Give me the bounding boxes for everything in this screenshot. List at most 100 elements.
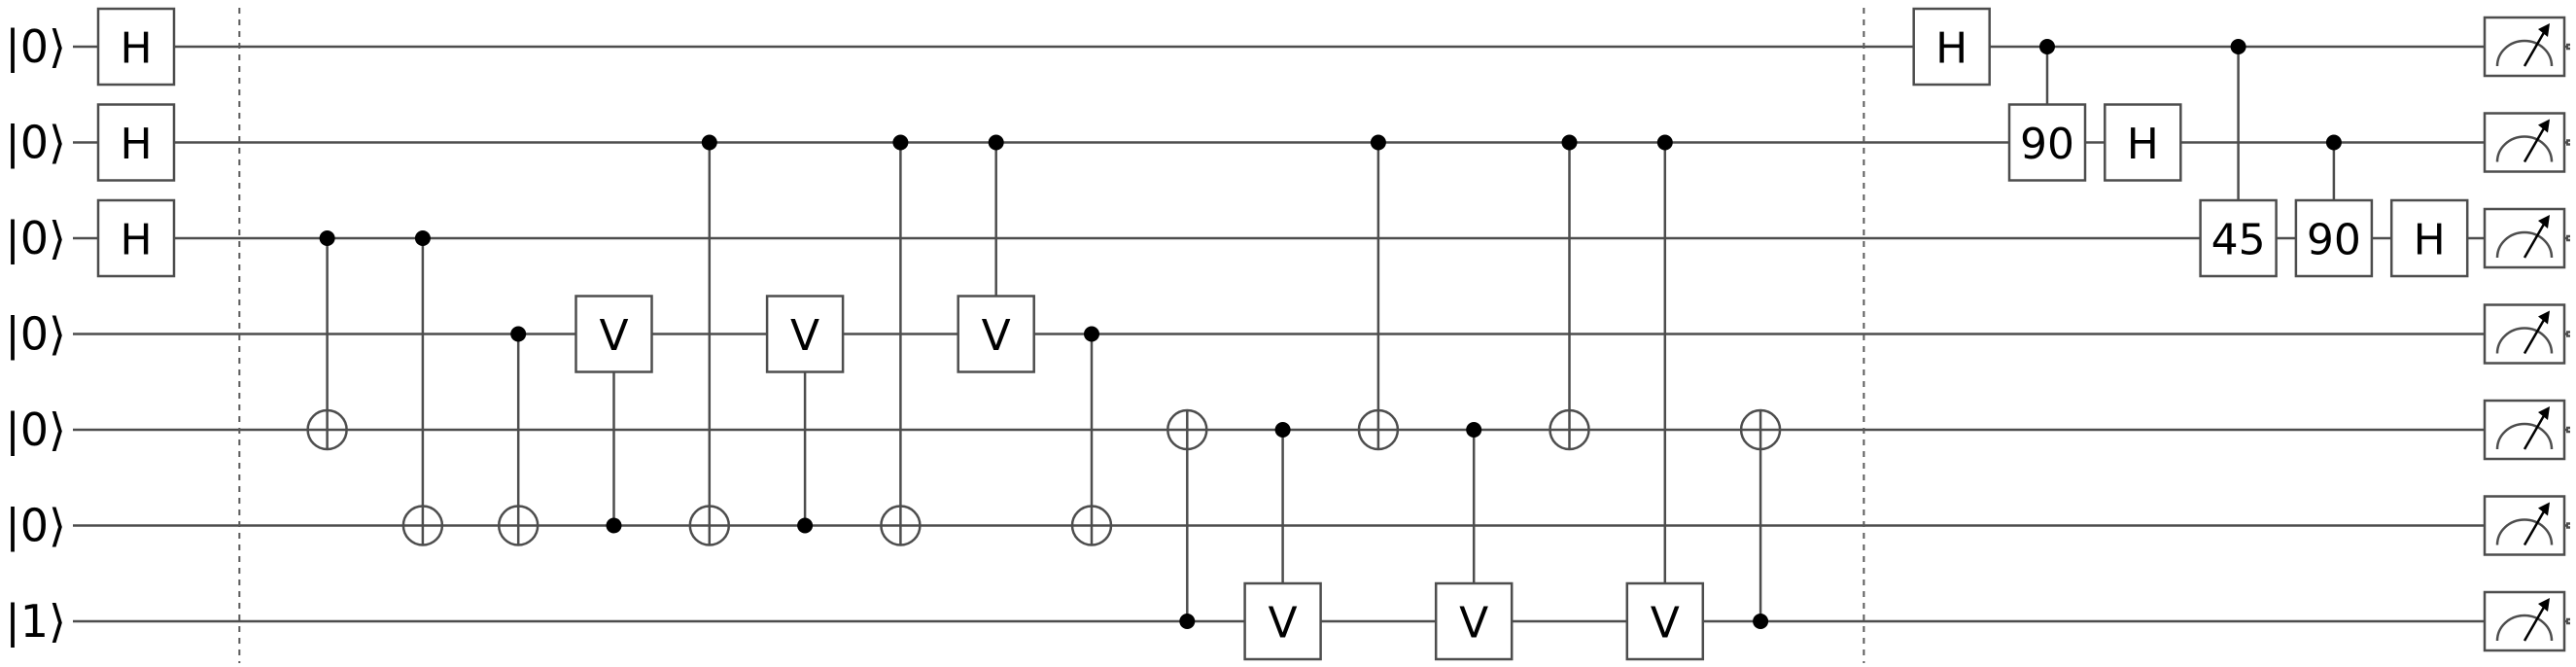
control-dot (319, 230, 335, 246)
gate: H (2104, 103, 2182, 182)
control-dot (988, 134, 1004, 151)
gate: V (765, 295, 845, 373)
cnot-gate (880, 134, 922, 546)
qubit-label: |1⟩ (5, 595, 66, 649)
gate: V (1243, 581, 1322, 661)
control-dot (1370, 134, 1386, 151)
gate-label: V (1269, 599, 1298, 649)
cnot-target (1166, 408, 1208, 451)
measurement-meter-icon (2483, 495, 2570, 556)
control-dot (701, 134, 717, 151)
gate-box (96, 198, 176, 278)
control-dot (606, 517, 622, 534)
gate-label: V (1651, 599, 1680, 649)
cnot-gate (497, 326, 540, 546)
qubit-label: |0⟩ (5, 212, 66, 265)
control-dot (2039, 39, 2055, 54)
control-dot (797, 517, 814, 534)
control-dot (510, 326, 527, 342)
gate-box (2007, 103, 2087, 182)
gate-box (2294, 198, 2374, 278)
control-dot (892, 134, 909, 151)
control-dot (1274, 422, 1291, 438)
cnot-target (1070, 505, 1113, 546)
measurement-meter-icon (2483, 112, 2570, 173)
measurement-meter-icon (2483, 303, 2570, 365)
gate-box (765, 295, 845, 373)
qubit-label: |0⟩ (5, 500, 66, 553)
cnot-target (880, 505, 922, 546)
gate-box (1434, 581, 1514, 661)
gate-label: H (1935, 24, 1967, 74)
cnot-gate (1357, 134, 1400, 451)
gate-label: V (982, 311, 1011, 361)
control-dot (1084, 326, 1099, 342)
cnot-target (1357, 408, 1400, 451)
gate: V (1434, 581, 1514, 661)
gate-label: 90 (2020, 120, 2074, 169)
control-dot (1753, 614, 1769, 629)
gate-box (1912, 7, 1991, 87)
gate-box (1625, 581, 1705, 661)
control-dot (1466, 422, 1482, 438)
cnot-target (1549, 408, 1590, 451)
gate-label: H (2414, 216, 2446, 265)
gate-label: V (599, 311, 628, 361)
gate-label: H (120, 216, 152, 265)
measurement-meter-icon (2483, 399, 2570, 461)
cnot-target (306, 408, 348, 451)
qubit-label: |0⟩ (5, 117, 66, 170)
gate: H (96, 7, 176, 87)
control-dot (414, 230, 431, 246)
gate-label: H (2127, 120, 2159, 169)
cnot-target (497, 505, 540, 546)
gate-box (96, 103, 176, 182)
cnot-gate (401, 230, 444, 546)
cnot-gate (1739, 408, 1782, 629)
control-dot (1656, 134, 1673, 151)
cnot-target (688, 505, 731, 546)
barriers (238, 8, 1865, 663)
gate-label: H (120, 120, 152, 169)
control-dot (2230, 39, 2246, 54)
gate: V (1625, 581, 1705, 661)
qubit-wires (73, 45, 2568, 623)
control-dot (2325, 134, 2342, 151)
gate-box (1243, 581, 1322, 661)
gate-label: 45 (2211, 216, 2266, 265)
qubit-label: |0⟩ (5, 20, 66, 74)
gate: 90 (2007, 103, 2087, 182)
measurement-meter-icon (2483, 16, 2570, 78)
gate: 45 (2199, 198, 2278, 278)
gate-box (2104, 103, 2182, 182)
cnot-target (1739, 408, 1782, 451)
gate: H (96, 103, 176, 182)
measurement-meter-icon (2483, 590, 2570, 652)
gate-label: H (120, 24, 152, 74)
gate-box (574, 295, 653, 373)
cnot-gate (1166, 408, 1208, 629)
gate: V (957, 295, 1035, 373)
qubit-label: |0⟩ (5, 404, 66, 457)
gate-label: V (790, 311, 819, 361)
gate: H (2389, 198, 2469, 278)
control-dot (1179, 614, 1196, 629)
gate-box (96, 7, 176, 87)
gate-label: 90 (2307, 216, 2361, 265)
gate-box (2389, 198, 2469, 278)
qubit-labels: |0⟩ |0⟩ |0⟩ |0⟩ |0⟩ |0⟩ |1⟩ (5, 20, 66, 649)
gate-box (957, 295, 1035, 373)
gate: V (574, 295, 653, 373)
measurement-meter-icon (2483, 207, 2570, 269)
qubit-label: |0⟩ (5, 308, 66, 362)
cnot-gate (688, 134, 731, 546)
controlled-gate (1656, 134, 1673, 621)
cnot-gate (1070, 326, 1113, 546)
control-dot (1561, 134, 1578, 151)
gate: 90 (2294, 198, 2374, 278)
gate: H (96, 198, 176, 278)
gate-label: V (1459, 599, 1488, 649)
cnot-gate (1549, 134, 1590, 451)
